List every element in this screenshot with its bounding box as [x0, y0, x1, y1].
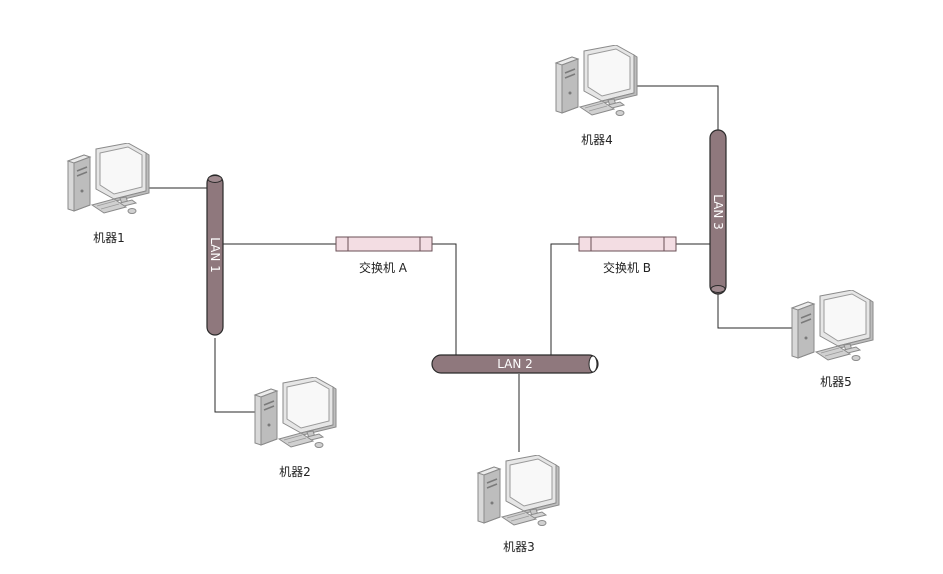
machine-4-label: 机器4	[581, 133, 613, 147]
computer-icon	[791, 290, 874, 362]
lan-2-label: LAN 2	[497, 357, 533, 371]
computer-icon	[254, 377, 337, 449]
switch-a-label: 交换机 A	[359, 260, 408, 275]
lan-1-label: LAN 1	[208, 237, 222, 273]
wire-lan2-switch-b	[550, 243, 579, 356]
lan-2: LAN 2	[431, 354, 599, 374]
lan-3-label: LAN 3	[711, 194, 725, 230]
wire-m5-lan3	[717, 292, 793, 329]
switch-a: 交换机 A	[335, 236, 433, 275]
machine-1-label: 机器1	[93, 231, 125, 245]
wire-m2-lan1	[214, 338, 262, 413]
machine-1: 机器1	[67, 143, 150, 245]
machine-3: 机器3	[477, 455, 560, 554]
computer-icon	[67, 143, 150, 215]
switch-b: 交换机 B	[578, 236, 677, 275]
machine-5: 机器5	[791, 290, 874, 389]
lan-3: LAN 3	[709, 129, 727, 295]
machine-2-label: 机器2	[279, 465, 311, 479]
machine-4: 机器4	[555, 45, 638, 147]
machine-5-label: 机器5	[820, 375, 852, 389]
machine-2: 机器2	[254, 377, 337, 479]
computer-icon	[555, 45, 638, 117]
wire-m4-lan3	[634, 85, 719, 130]
connections	[147, 85, 793, 452]
lan-1: LAN 1	[206, 174, 224, 336]
wire-switch-a-lan2	[432, 243, 457, 356]
switch-b-label: 交换机 B	[603, 260, 651, 275]
machine-3-label: 机器3	[503, 540, 535, 554]
computer-icon	[477, 455, 560, 527]
